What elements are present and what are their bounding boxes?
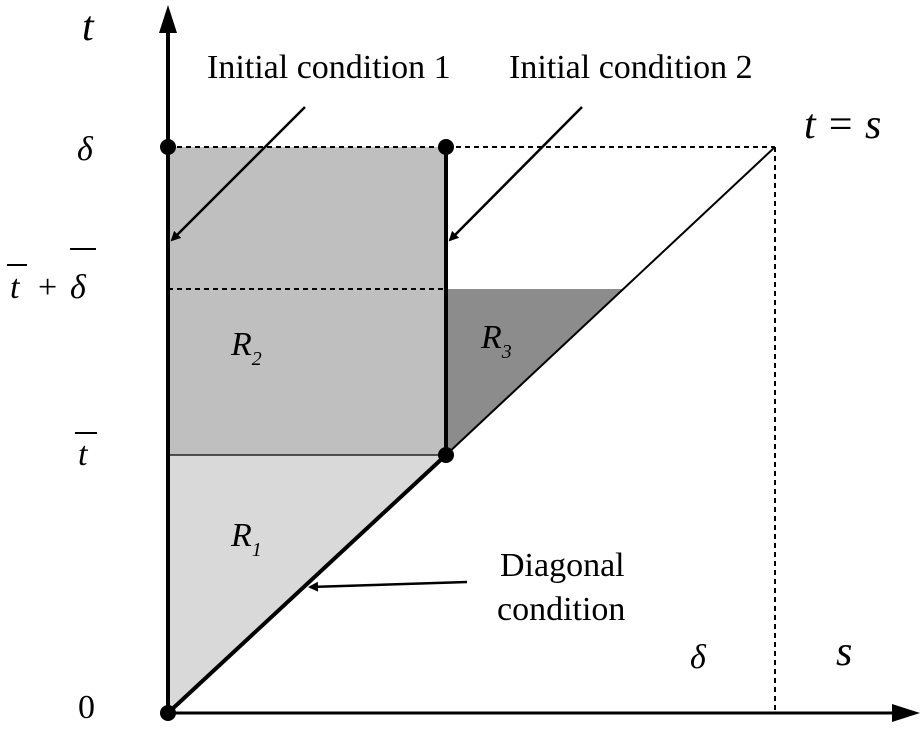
origin-label: 0 [78,689,95,726]
initial-condition-1-label: Initial condition 1 [207,49,451,86]
t-axis-label: t [82,4,95,50]
svg-text:t: t [10,269,21,306]
diagonal-line [445,146,776,456]
diagonal-condition-arrow [308,580,468,592]
svg-text:δ: δ [70,269,87,306]
initial-condition-2-label: Initial condition 2 [509,49,753,86]
region-r2-label: R2 [230,326,262,370]
region-r1-label: R1 [230,517,262,561]
diagonal-condition-label-line2: condition [497,591,625,628]
diagonal-condition-label-line1: Diagonal [500,547,625,584]
origin-point [160,705,176,721]
delta-point-t-axis [160,139,176,155]
svg-text:t: t [78,436,89,473]
diagonal-line-thick [166,453,448,715]
corner-point-diagonal [438,447,454,463]
initial-condition-2-arrow [448,106,583,242]
tbar-label: t [75,432,97,473]
region-r3-label: R3 [480,319,512,363]
delta-s-label: δ [690,639,707,676]
s-axis-label: s [836,629,852,675]
svg-text:+: + [38,269,57,306]
region-r2 [168,147,446,455]
delta-t-label: δ [77,131,94,168]
tbar-plus-deltabar-label: t + δ [7,248,96,306]
t-axis-arrowhead [159,5,177,33]
diagonal-label: t = s [804,102,881,148]
corner-point-top [438,139,454,155]
s-axis-arrowhead [892,704,920,722]
initial-condition-1-arrow [170,106,306,242]
